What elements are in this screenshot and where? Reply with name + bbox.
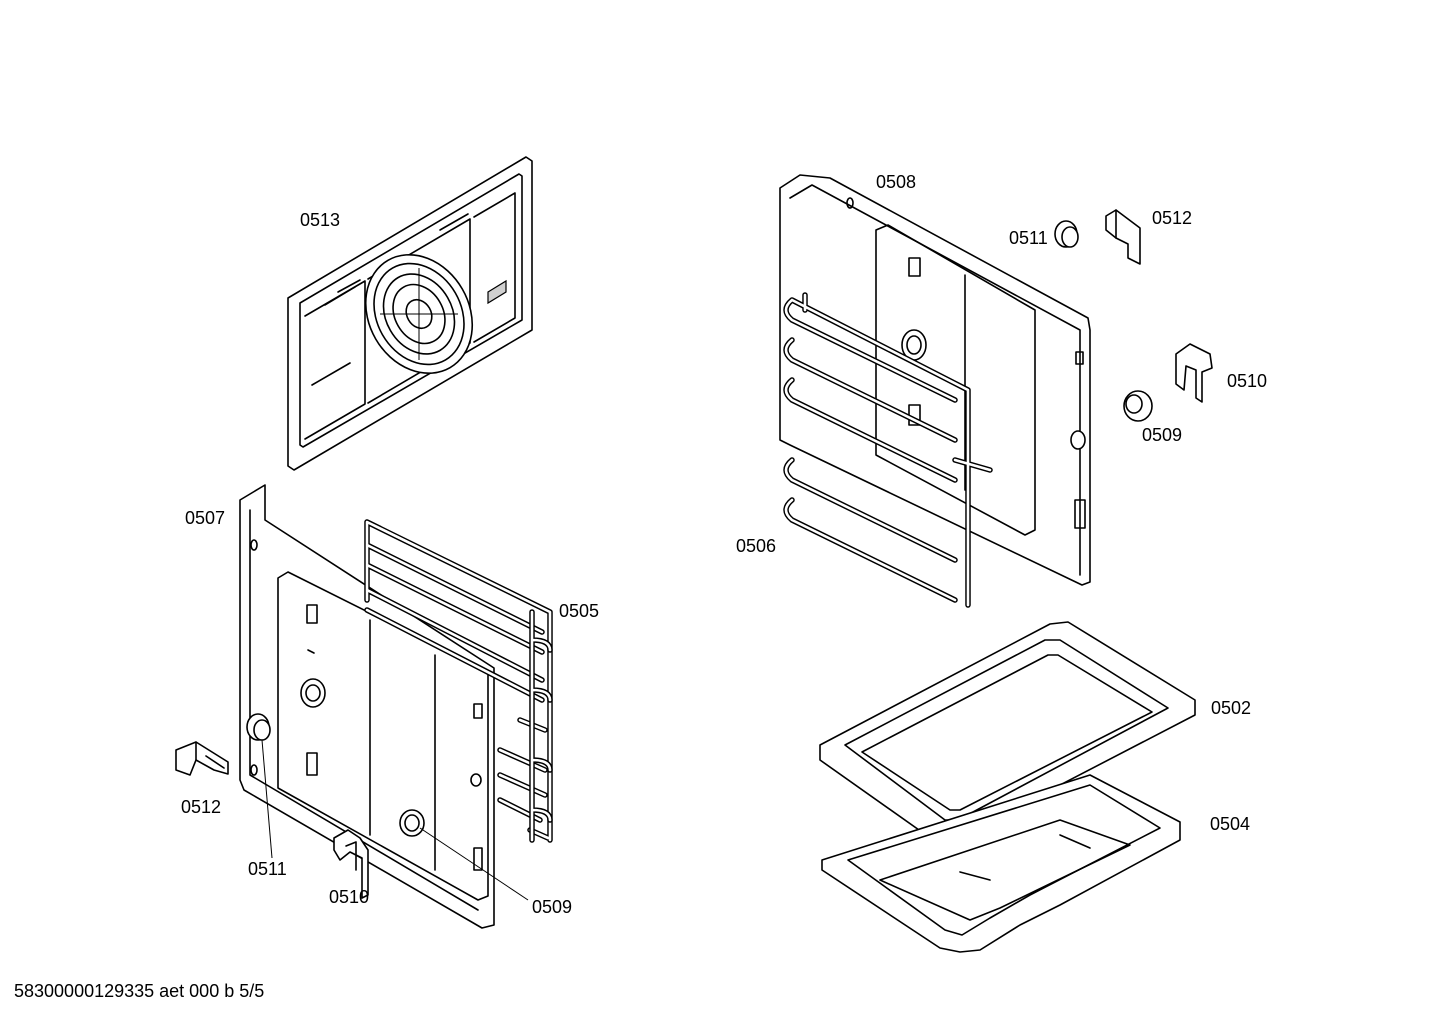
baking-tray-0502 <box>819 621 1196 843</box>
label-0504: 0504 <box>1210 814 1250 834</box>
side-wall-0508 <box>779 174 1091 586</box>
label-0505: 0505 <box>559 601 599 621</box>
shelf-rack-0506 <box>783 292 993 608</box>
roasting-pan-0504 <box>821 774 1181 953</box>
document-footer-id: 58300000129335 aet 000 b 5/5 <box>14 981 265 1001</box>
label-0510-left: 0510 <box>329 887 369 907</box>
shelf-rack-0505 <box>364 519 553 843</box>
label-0511-left: 0511 <box>248 859 287 879</box>
side-wall-0507 <box>239 484 495 929</box>
label-0509-right: 0509 <box>1142 425 1182 445</box>
back-panel-0513 <box>287 156 533 471</box>
clip-0512-left <box>175 741 229 776</box>
bushing-0509-left <box>399 809 425 837</box>
hook-0510-left <box>333 829 369 899</box>
label-0506: 0506 <box>736 536 776 556</box>
label-0512-right: 0512 <box>1152 208 1192 228</box>
leader-lines <box>261 739 529 901</box>
label-0510-right: 0510 <box>1227 371 1267 391</box>
plug-0511-right <box>1054 220 1079 248</box>
bushing-0509-right <box>1123 390 1153 422</box>
plug-0511-left <box>246 713 271 741</box>
label-0512-left: 0512 <box>181 797 221 817</box>
label-0513: 0513 <box>300 210 340 230</box>
label-0509-left: 0509 <box>532 897 572 917</box>
label-0507: 0507 <box>185 508 225 528</box>
label-0511-right: 0511 <box>1009 228 1048 248</box>
label-0502: 0502 <box>1211 698 1251 718</box>
hook-0510-right <box>1175 343 1213 403</box>
clip-0512-right <box>1105 209 1141 265</box>
label-0508: 0508 <box>876 172 916 192</box>
